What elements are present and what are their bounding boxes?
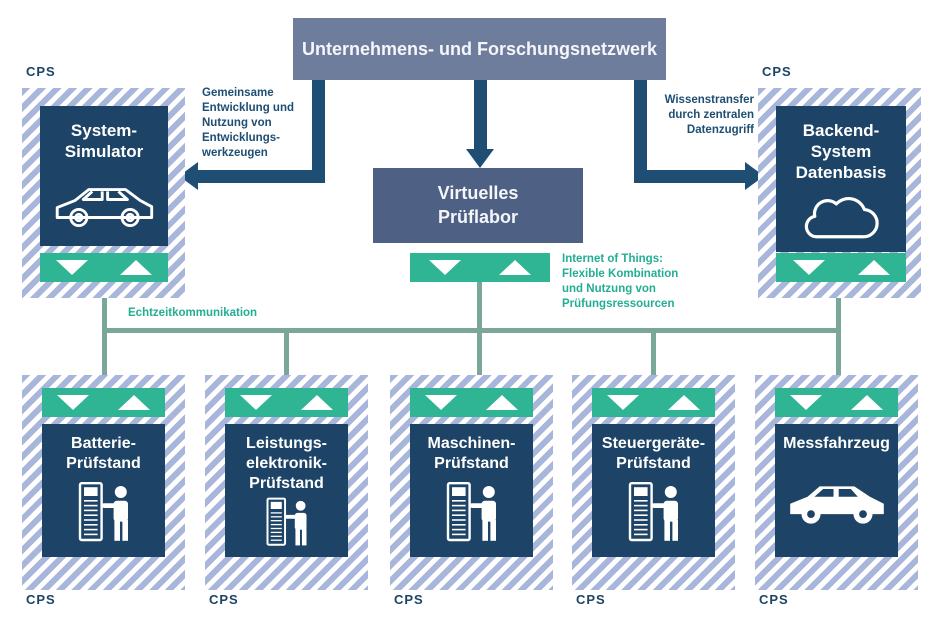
up-triangle-icon: [118, 395, 151, 410]
down-triangle-icon: [606, 395, 639, 410]
down-triangle-icon: [56, 260, 88, 275]
backend-system-box: Backend- System Datenbasis: [776, 106, 906, 252]
leistungselektronik-exchange-bar: [225, 388, 348, 417]
up-triangle-icon: [499, 260, 531, 275]
cps-badge: CPS: [26, 64, 56, 79]
leistungselektronik-label: Leistungs- elektronik- Prüfstand: [246, 435, 327, 492]
virtual-lab-exchange-bar: [410, 253, 550, 282]
up-triangle-icon: [486, 395, 519, 410]
bus-drop-simulator: [102, 285, 107, 388]
bus-drop-leistungselektronik: [284, 331, 289, 388]
network-box: Unternehmens- und Forschungsnetzwerk: [293, 18, 666, 80]
arrow-down-icon: [466, 149, 494, 168]
bus-drop-steuergeraete: [651, 331, 656, 388]
down-triangle-icon: [429, 260, 461, 275]
cps-badge: CPS: [759, 592, 789, 607]
communication-bus-line: [103, 328, 841, 333]
bus-drop-virtual-lab: [477, 281, 482, 388]
messfahrzeug-box: Messfahrzeug: [775, 424, 898, 557]
messfahrzeug-label: Messfahrzeug: [783, 435, 890, 452]
backend-system-label: Backend- System Datenbasis: [795, 121, 887, 182]
cps-badge: CPS: [576, 592, 606, 607]
steuergeraete-pruefstand-box: Steuergeräte- Prüfstand: [592, 424, 715, 557]
up-triangle-icon: [668, 395, 701, 410]
down-triangle-icon: [424, 395, 457, 410]
car-outline-icon: [50, 162, 158, 246]
connector-middle-vertical: [474, 79, 487, 151]
bus-drop-messfahrzeug: [836, 280, 841, 388]
annotation-knowledge-transfer: Wissenstransfer durch zentralen Datenzug…: [664, 94, 754, 136]
backend-system-exchange-bar: [776, 253, 906, 282]
up-triangle-icon: [851, 395, 884, 410]
maschinen-pruefstand-label: Maschinen- Prüfstand: [427, 435, 516, 472]
virtual-lab-box: Virtuelles Prüflabor: [373, 168, 583, 243]
connector-right-vertical: [634, 79, 647, 183]
messfahrzeug-exchange-bar: [775, 388, 898, 417]
down-triangle-icon: [239, 395, 272, 410]
steuergeraete-pruefstand-label: Steuergeräte- Prüfstand: [601, 435, 706, 472]
car-icon: [785, 477, 889, 527]
down-triangle-icon: [792, 260, 825, 275]
annotation-realtime-communication: Echtzeitkommunikation: [128, 307, 258, 319]
system-simulator-box: System- Simulator: [40, 106, 168, 246]
connector-right-horizontal: [636, 170, 746, 183]
test-bench-icon: [67, 480, 141, 544]
connector-left-horizontal: [197, 170, 325, 183]
batterie-exchange-bar: [42, 388, 165, 417]
cps-badge: CPS: [762, 64, 792, 79]
cps-badge: CPS: [209, 592, 239, 607]
connector-left-vertical: [312, 79, 325, 183]
cps-badge: CPS: [394, 592, 424, 607]
cloud-icon: [793, 183, 889, 252]
test-bench-icon: [435, 480, 509, 544]
up-triangle-icon: [120, 260, 152, 275]
down-triangle-icon: [789, 395, 822, 410]
network-box-label: Unternehmens- und Forschungsnetzwerk: [301, 38, 658, 59]
virtual-lab-label: Virtuelles Prüflabor: [437, 183, 519, 227]
annotation-internet-of-things: Internet of Things: Flexible Kombination…: [562, 253, 679, 310]
up-triangle-icon: [301, 395, 334, 410]
test-bench-icon: [617, 480, 691, 544]
batterie-pruefstand-box: Batterie- Prüfstand: [42, 424, 165, 557]
batterie-pruefstand-label: Batterie- Prüfstand: [66, 435, 141, 472]
test-bench-icon: [256, 496, 318, 548]
annotation-development-tools: Gemeinsame Entwicklung und Nutzung von E…: [202, 87, 294, 159]
up-triangle-icon: [857, 260, 890, 275]
system-simulator-exchange-bar: [40, 253, 168, 282]
maschinen-pruefstand-box: Maschinen- Prüfstand: [410, 424, 533, 557]
cps-badge: CPS: [26, 592, 56, 607]
maschinen-exchange-bar: [410, 388, 533, 417]
steuergeraete-exchange-bar: [592, 388, 715, 417]
system-simulator-label: System- Simulator: [64, 121, 144, 161]
leistungselektronik-box: Leistungs- elektronik- Prüfstand: [225, 424, 348, 557]
down-triangle-icon: [56, 395, 89, 410]
